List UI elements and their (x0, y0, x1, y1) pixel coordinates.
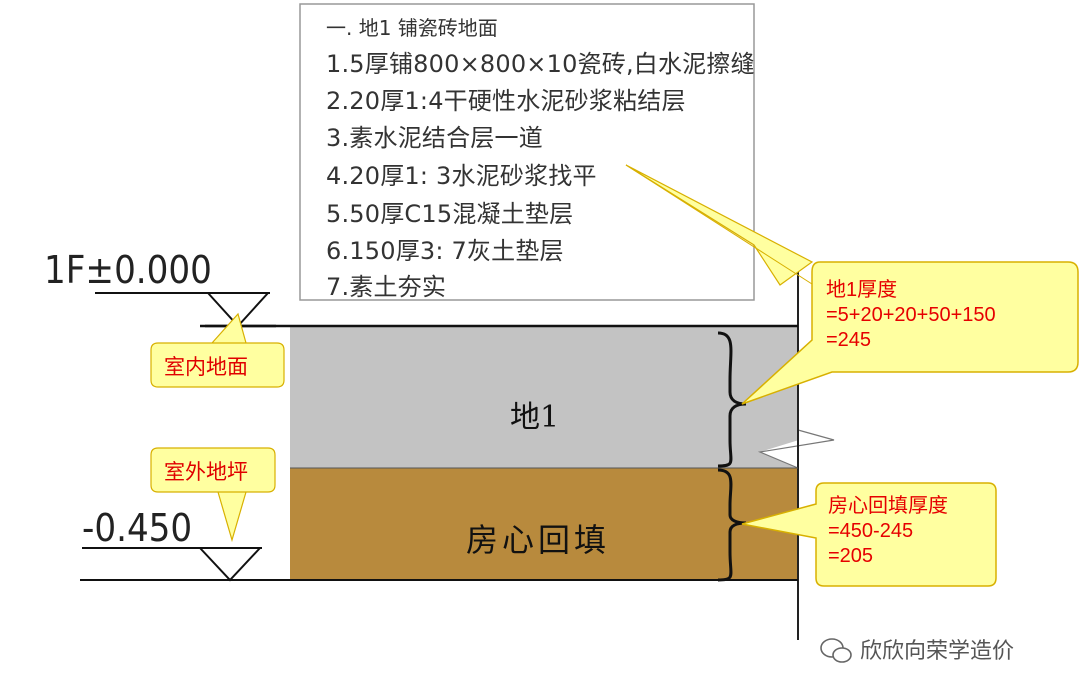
indoor-elevation-label: 1F±0.000 (44, 248, 212, 292)
spec-title: 一. 地1 铺瓷砖地面 (326, 16, 498, 40)
spec-item-6: 6.150厚3: 7灰土垫层 (326, 237, 564, 265)
floor-layer-fill (290, 326, 798, 468)
backfill-layer-label: 房心回填 (466, 521, 611, 559)
spec-item-3: 3.素水泥结合层一道 (326, 124, 543, 152)
indoor-floor-note-shape (150, 312, 285, 388)
spec-item-1: 1.5厚铺800×800×10瓷砖,白水泥擦缝 (326, 50, 755, 78)
outdoor-elev-triangle (199, 547, 261, 582)
spec-pointer-outline (625, 164, 813, 285)
spec-callout-shape (299, 3, 755, 301)
floor-thickness-line-3: =245 (826, 329, 872, 351)
spec-pointer (625, 164, 814, 286)
spec-item-4: 4.20厚1: 3水泥砂浆找平 (326, 162, 597, 190)
spec-item-5: 5.50厚C15混凝土垫层 (326, 200, 574, 228)
backfill-thickness-line-2: =450-245 (828, 520, 914, 542)
break-line-cut (760, 326, 815, 468)
floor-layer-label: 地1 (510, 400, 560, 435)
outdoor-ground-note: 室外地坪 (164, 460, 248, 484)
floor-brace (717, 331, 747, 468)
backfill-thickness-line-1: 房心回填厚度 (828, 495, 948, 517)
backfill-layer-fill (290, 468, 798, 580)
spec-callout: 一. 地1 铺瓷砖地面 1.5厚铺800×800×10瓷砖,白水泥擦缝 2.20… (300, 4, 755, 301)
floor-thickness-line-2: =5+20+20+50+150 (826, 304, 996, 326)
floor-thickness-line-1: 地1厚度 (826, 279, 898, 301)
wechat-icon (820, 638, 852, 663)
floor-thickness-callout: 地1厚度 =5+20+20+50+150 =245 (826, 278, 996, 353)
outdoor-ground-note-shape (150, 447, 276, 543)
backfill-thickness-line-3: =205 (828, 545, 874, 567)
backfill-thickness-callout-shape (741, 482, 997, 587)
floor-thickness-callout-shape (741, 261, 1079, 405)
backfill-thickness-callout: 房心回填厚度 =450-245 =205 (828, 494, 948, 569)
spec-item-7: 7.素土夯实 (326, 273, 447, 301)
watermark: 欣欣向荣学造价 (860, 639, 1015, 664)
outdoor-elevation-label: -0.450 (82, 506, 193, 550)
indoor-floor-note: 室内地面 (164, 355, 248, 379)
spec-item-2: 2.20厚1:4干硬性水泥砂浆粘结层 (326, 87, 686, 115)
